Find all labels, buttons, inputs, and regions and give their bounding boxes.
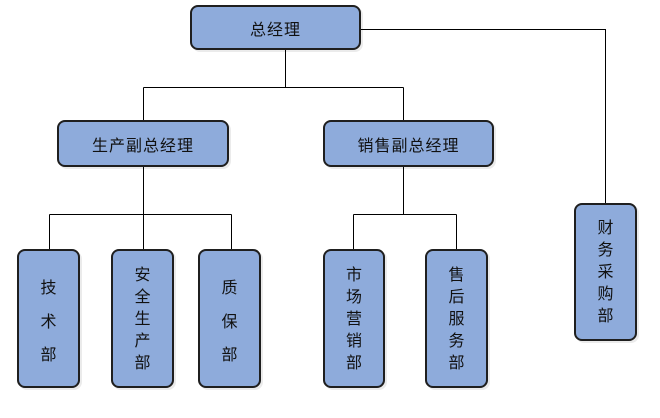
node-tech-dept: 技术部 (17, 249, 80, 388)
connector-to-finance (361, 29, 606, 203)
node-safety-production-dept-label-char: 部 (134, 352, 151, 372)
node-marketing-dept-label-char: 场 (345, 286, 362, 306)
node-finance-procurement-dept-label-char: 财 (597, 218, 614, 237)
node-after-sales-dept-label-char: 务 (448, 330, 465, 350)
node-after-sales-dept-label-char: 服 (448, 308, 465, 328)
node-quality-dept-label-char: 质 (221, 278, 238, 297)
node-production-vp-label: 生产副总经理 (91, 135, 194, 155)
node-finance-procurement-dept-label-char: 务 (597, 240, 614, 259)
node-tech-dept-label-char: 部 (40, 345, 57, 364)
node-finance-procurement-dept-label-char: 采 (597, 262, 614, 281)
node-after-sales-dept-label-char: 后 (448, 286, 465, 306)
node-finance-procurement-dept-label-char: 部 (597, 306, 614, 325)
node-marketing-dept-label-char: 部 (345, 352, 362, 372)
node-after-sales-dept-label-char: 部 (448, 352, 465, 372)
node-marketing-dept: 市场营销部 (323, 249, 385, 388)
node-quality-dept: 质保部 (198, 249, 261, 388)
node-sales-vp: 销售副总经理 (323, 120, 494, 167)
node-general-manager-label: 总经理 (249, 19, 301, 39)
node-safety-production-dept-label-char: 生 (134, 308, 151, 328)
node-quality-dept-label-char: 部 (221, 345, 238, 364)
node-safety-production-dept-label-char: 产 (134, 330, 151, 350)
node-marketing-dept-label-char: 销 (345, 330, 362, 350)
node-marketing-dept-label-char: 市 (345, 264, 362, 284)
node-sales-vp-label: 销售副总经理 (357, 135, 460, 155)
node-marketing-dept-label-char: 营 (345, 308, 362, 328)
node-quality-dept-label-char: 保 (221, 311, 238, 331)
node-tech-dept-label-char: 技 (40, 278, 57, 297)
node-general-manager: 总经理 (190, 5, 361, 50)
node-tech-dept-label-char: 术 (40, 311, 57, 331)
node-after-sales-dept-label-char: 售 (448, 264, 465, 284)
node-safety-production-dept: 安全生产部 (111, 249, 174, 388)
node-safety-production-dept-label-char: 全 (134, 286, 151, 306)
node-after-sales-dept: 售后服务部 (425, 249, 488, 388)
node-production-vp: 生产副总经理 (57, 120, 229, 167)
node-finance-procurement-dept: 财务采购部 (574, 203, 637, 341)
node-safety-production-dept-label-char: 安 (134, 264, 151, 284)
node-finance-procurement-dept-label-char: 购 (597, 284, 614, 303)
